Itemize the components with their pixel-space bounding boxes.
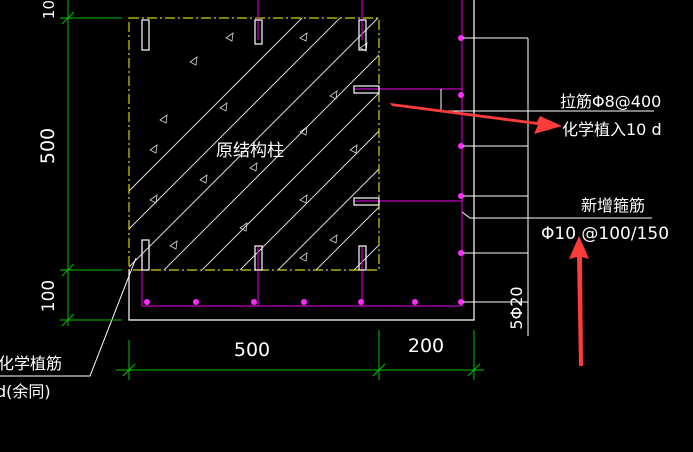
aggregate-triangle (329, 234, 338, 244)
aggregate-triangle (239, 222, 248, 232)
dimension-lines (60, 0, 484, 380)
dim-tick (122, 363, 136, 377)
aggregate-triangle (299, 194, 308, 204)
rebar-dot (458, 250, 464, 256)
rebar-dot (458, 92, 464, 98)
concrete-hatch (129, 18, 379, 270)
anchor-stub (254, 245, 263, 271)
arrow-to-tie-note (390, 103, 562, 134)
rebar-dot (458, 299, 464, 305)
dim-tick (61, 11, 75, 25)
aggregate-triangle (299, 32, 308, 42)
anchor-stub (353, 85, 380, 94)
arrow-to-stirrup-note (569, 236, 589, 366)
note-leaders (0, 37, 654, 377)
dim-column-width: 500 (234, 339, 270, 361)
left-note-line2: d(余同) (0, 382, 51, 401)
stirrup-label: 新增箍筋 (581, 196, 645, 215)
anchor-stub (254, 19, 263, 45)
aggregate-triangle (199, 174, 208, 184)
dim-tick (61, 313, 75, 327)
tie-anchor-label: 化学植入10 d (562, 120, 662, 139)
jacket-outline (128, 0, 475, 321)
aggregate-triangle (189, 56, 198, 66)
original-column-outline (128, 17, 380, 271)
dim-added-width: 200 (408, 335, 444, 357)
rebar-dot (458, 143, 464, 149)
anchor-stub (358, 245, 367, 271)
rebar-dot (251, 299, 257, 305)
dim-top-partial: 10 (40, 0, 58, 19)
dim-bottom-offset: 100 (39, 280, 59, 312)
column-label: 原结构柱 (216, 141, 284, 161)
vertical-bar-label: 5Φ20 (507, 286, 526, 329)
anchor-stub (141, 19, 150, 51)
red-arrows (390, 103, 589, 366)
hatch-line (129, 18, 379, 268)
rebar-dot (144, 299, 150, 305)
rebar-dot (412, 299, 418, 305)
hatch-line (129, 18, 341, 230)
aggregate-triangle (149, 194, 158, 204)
dim-tick (61, 263, 75, 277)
dim-tick (467, 363, 481, 377)
rebar-dot (193, 299, 199, 305)
anchor-stub (358, 19, 367, 51)
aggregate-triangle (249, 162, 258, 172)
aggregate-triangle (169, 240, 178, 250)
hatch-line (277, 168, 379, 270)
left-note-leader (0, 257, 137, 377)
aggregate-triangle (225, 32, 234, 42)
rebar-dot (458, 35, 464, 41)
left-note-line1: 化学植筋 (0, 354, 62, 373)
aggregate-triangle (349, 144, 358, 154)
hatch-line (201, 92, 379, 270)
rebar-dot (458, 193, 464, 199)
rebar-lines (141, 0, 463, 307)
rebar-dots (144, 35, 464, 305)
hatch-line (239, 130, 379, 270)
aggregate-triangle (299, 126, 308, 136)
stirrup-leader (461, 211, 652, 219)
dim-tick (372, 363, 386, 377)
stirrup-spec: Φ10 @100/150 (541, 224, 669, 244)
aggregate-triangle (329, 90, 338, 100)
anchor-stubs (141, 19, 380, 271)
dim-column-height: 500 (37, 128, 59, 164)
aggregate-triangle (219, 102, 228, 112)
rebar-dot (358, 299, 364, 305)
tie-label: 拉筋Φ8@400 (560, 92, 661, 111)
rebar-dot (301, 299, 307, 305)
aggregate-marks (149, 32, 368, 262)
aggregate-triangle (159, 114, 168, 124)
hatch-line (315, 206, 379, 270)
anchor-stub (353, 197, 380, 206)
hatch-line (129, 18, 303, 192)
aggregate-triangle (299, 252, 308, 262)
hatch-line (163, 54, 379, 270)
anchor-stub (141, 239, 150, 271)
aggregate-triangle (149, 144, 158, 154)
